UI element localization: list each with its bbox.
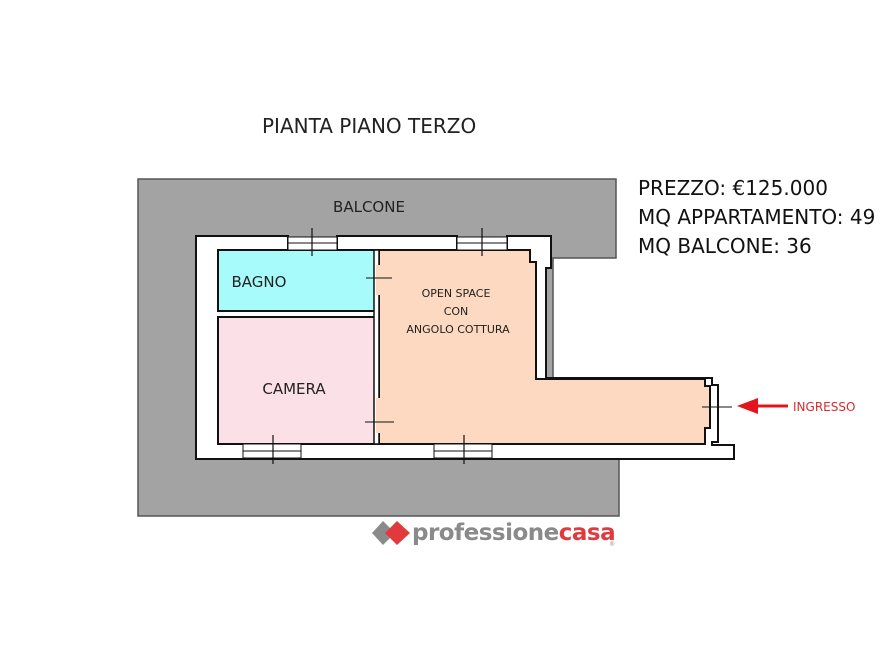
entrance-label: INGRESSO: [793, 400, 855, 414]
open-space-label-2: CON: [444, 305, 469, 318]
logo-text-part1: professione: [412, 520, 559, 546]
bedroom-label: CAMERA: [262, 380, 326, 398]
bedroom-room: [217, 316, 379, 445]
apartment-sqm-text: MQ APPARTAMENTO: 49: [638, 205, 876, 229]
logo-registered-mark: ®: [610, 542, 615, 548]
price-text: PREZZO: €125.000: [638, 176, 828, 200]
open-space-room: [378, 249, 711, 445]
logo-text-part2: casa: [558, 520, 616, 546]
logo-icon: [372, 521, 410, 545]
entrance-arrow-icon: [737, 398, 788, 414]
open-space-label-3: ANGOLO COTTURA: [406, 323, 510, 336]
bathroom-room: [217, 249, 379, 312]
property-info: PREZZO: €125.000 MQ APPARTAMENTO: 49 MQ …: [638, 174, 875, 261]
window-top-right: [456, 228, 508, 256]
balcony-label: BALCONE: [333, 198, 405, 216]
bathroom-label: BAGNO: [232, 273, 287, 291]
open-space-label-1: OPEN SPACE: [422, 287, 491, 300]
window-top-left: [287, 228, 338, 256]
balcony-sqm-text: MQ BALCONE: 36: [638, 234, 812, 258]
window-bottom-right: [433, 435, 493, 464]
plan-title: PIANTA PIANO TERZO: [262, 114, 477, 138]
brand-logo: professionecasa: [412, 518, 616, 548]
window-bottom-left: [242, 435, 302, 464]
